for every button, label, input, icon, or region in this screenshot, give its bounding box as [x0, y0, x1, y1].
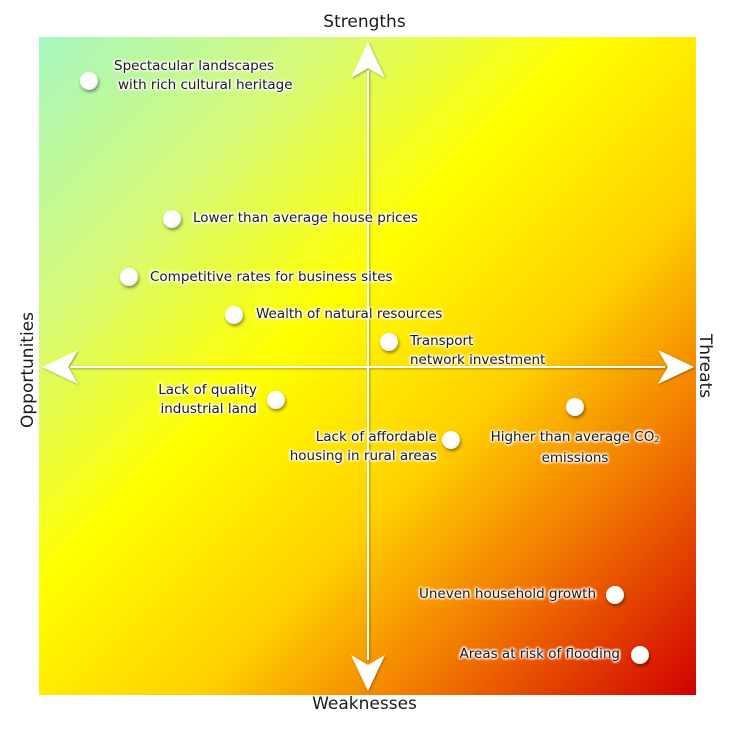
marker-dot: [606, 586, 624, 604]
axis-arrowheads: [42, 42, 694, 691]
item-label-line: with rich cultural heritage: [118, 77, 293, 93]
axis-title-opportunities: Opportunities: [18, 312, 38, 428]
marker-dot: [80, 72, 98, 90]
marker-dot: [442, 431, 460, 449]
item-label: Lower than average house prices: [193, 209, 418, 228]
marker-dot: [380, 333, 398, 351]
item-label-line: Lack of affordable: [315, 429, 437, 445]
marker-dot: [631, 646, 649, 664]
item-label: Competitive rates for business sites: [150, 268, 393, 287]
marker-dot: [163, 210, 181, 228]
item-label: Lack of quality industrial land: [158, 381, 257, 419]
marker-dot: [225, 306, 243, 324]
item-label-text: Higher than average CO: [490, 429, 655, 445]
item-label-line: housing in rural areas: [289, 448, 437, 464]
arrow-down-icon: [351, 655, 385, 691]
axes: [70, 70, 665, 660]
item-label-line: Lack of quality: [158, 382, 257, 398]
axis-title-strengths: Strengths: [323, 12, 406, 32]
item-label-line: Lower than average house prices: [193, 210, 418, 226]
item-label: Uneven household growth: [419, 585, 596, 604]
item-label-line: Spectacular landscapes: [114, 58, 275, 74]
item-label-line: Wealth of natural resources: [256, 306, 443, 322]
arrow-left-icon: [42, 350, 78, 384]
axis-title-weaknesses: Weaknesses: [312, 694, 417, 714]
item-label-line: Higher than average CO2: [487, 428, 663, 449]
item-label-line: emissions: [541, 450, 609, 466]
co2-subscript: 2: [654, 435, 660, 444]
item-label-line: Transport: [410, 333, 474, 349]
marker-dot: [267, 391, 285, 409]
item-label-line: Competitive rates for business sites: [150, 269, 393, 285]
item-label: Wealth of natural resources: [256, 305, 442, 324]
item-label-line: Areas at risk of flooding: [459, 646, 620, 662]
item-label-line: industrial land: [160, 401, 257, 417]
axis-title-threats: Threats: [695, 333, 715, 399]
arrow-right-icon: [658, 350, 694, 384]
marker-dot: [120, 268, 138, 286]
item-label: Areas at risk of flooding: [460, 645, 620, 664]
item-label: Higher than average CO2 emissions: [487, 428, 663, 468]
arrow-up-icon: [351, 42, 385, 78]
item-label-line: network investment: [410, 352, 546, 368]
item-label: Transport network investment: [410, 332, 545, 370]
item-label-line: Uneven household growth: [419, 586, 596, 602]
marker-dot: [566, 398, 584, 416]
item-label: Spectacular landscapes with rich cultura…: [114, 57, 293, 95]
item-label: Lack of affordable housing in rural area…: [290, 428, 437, 466]
